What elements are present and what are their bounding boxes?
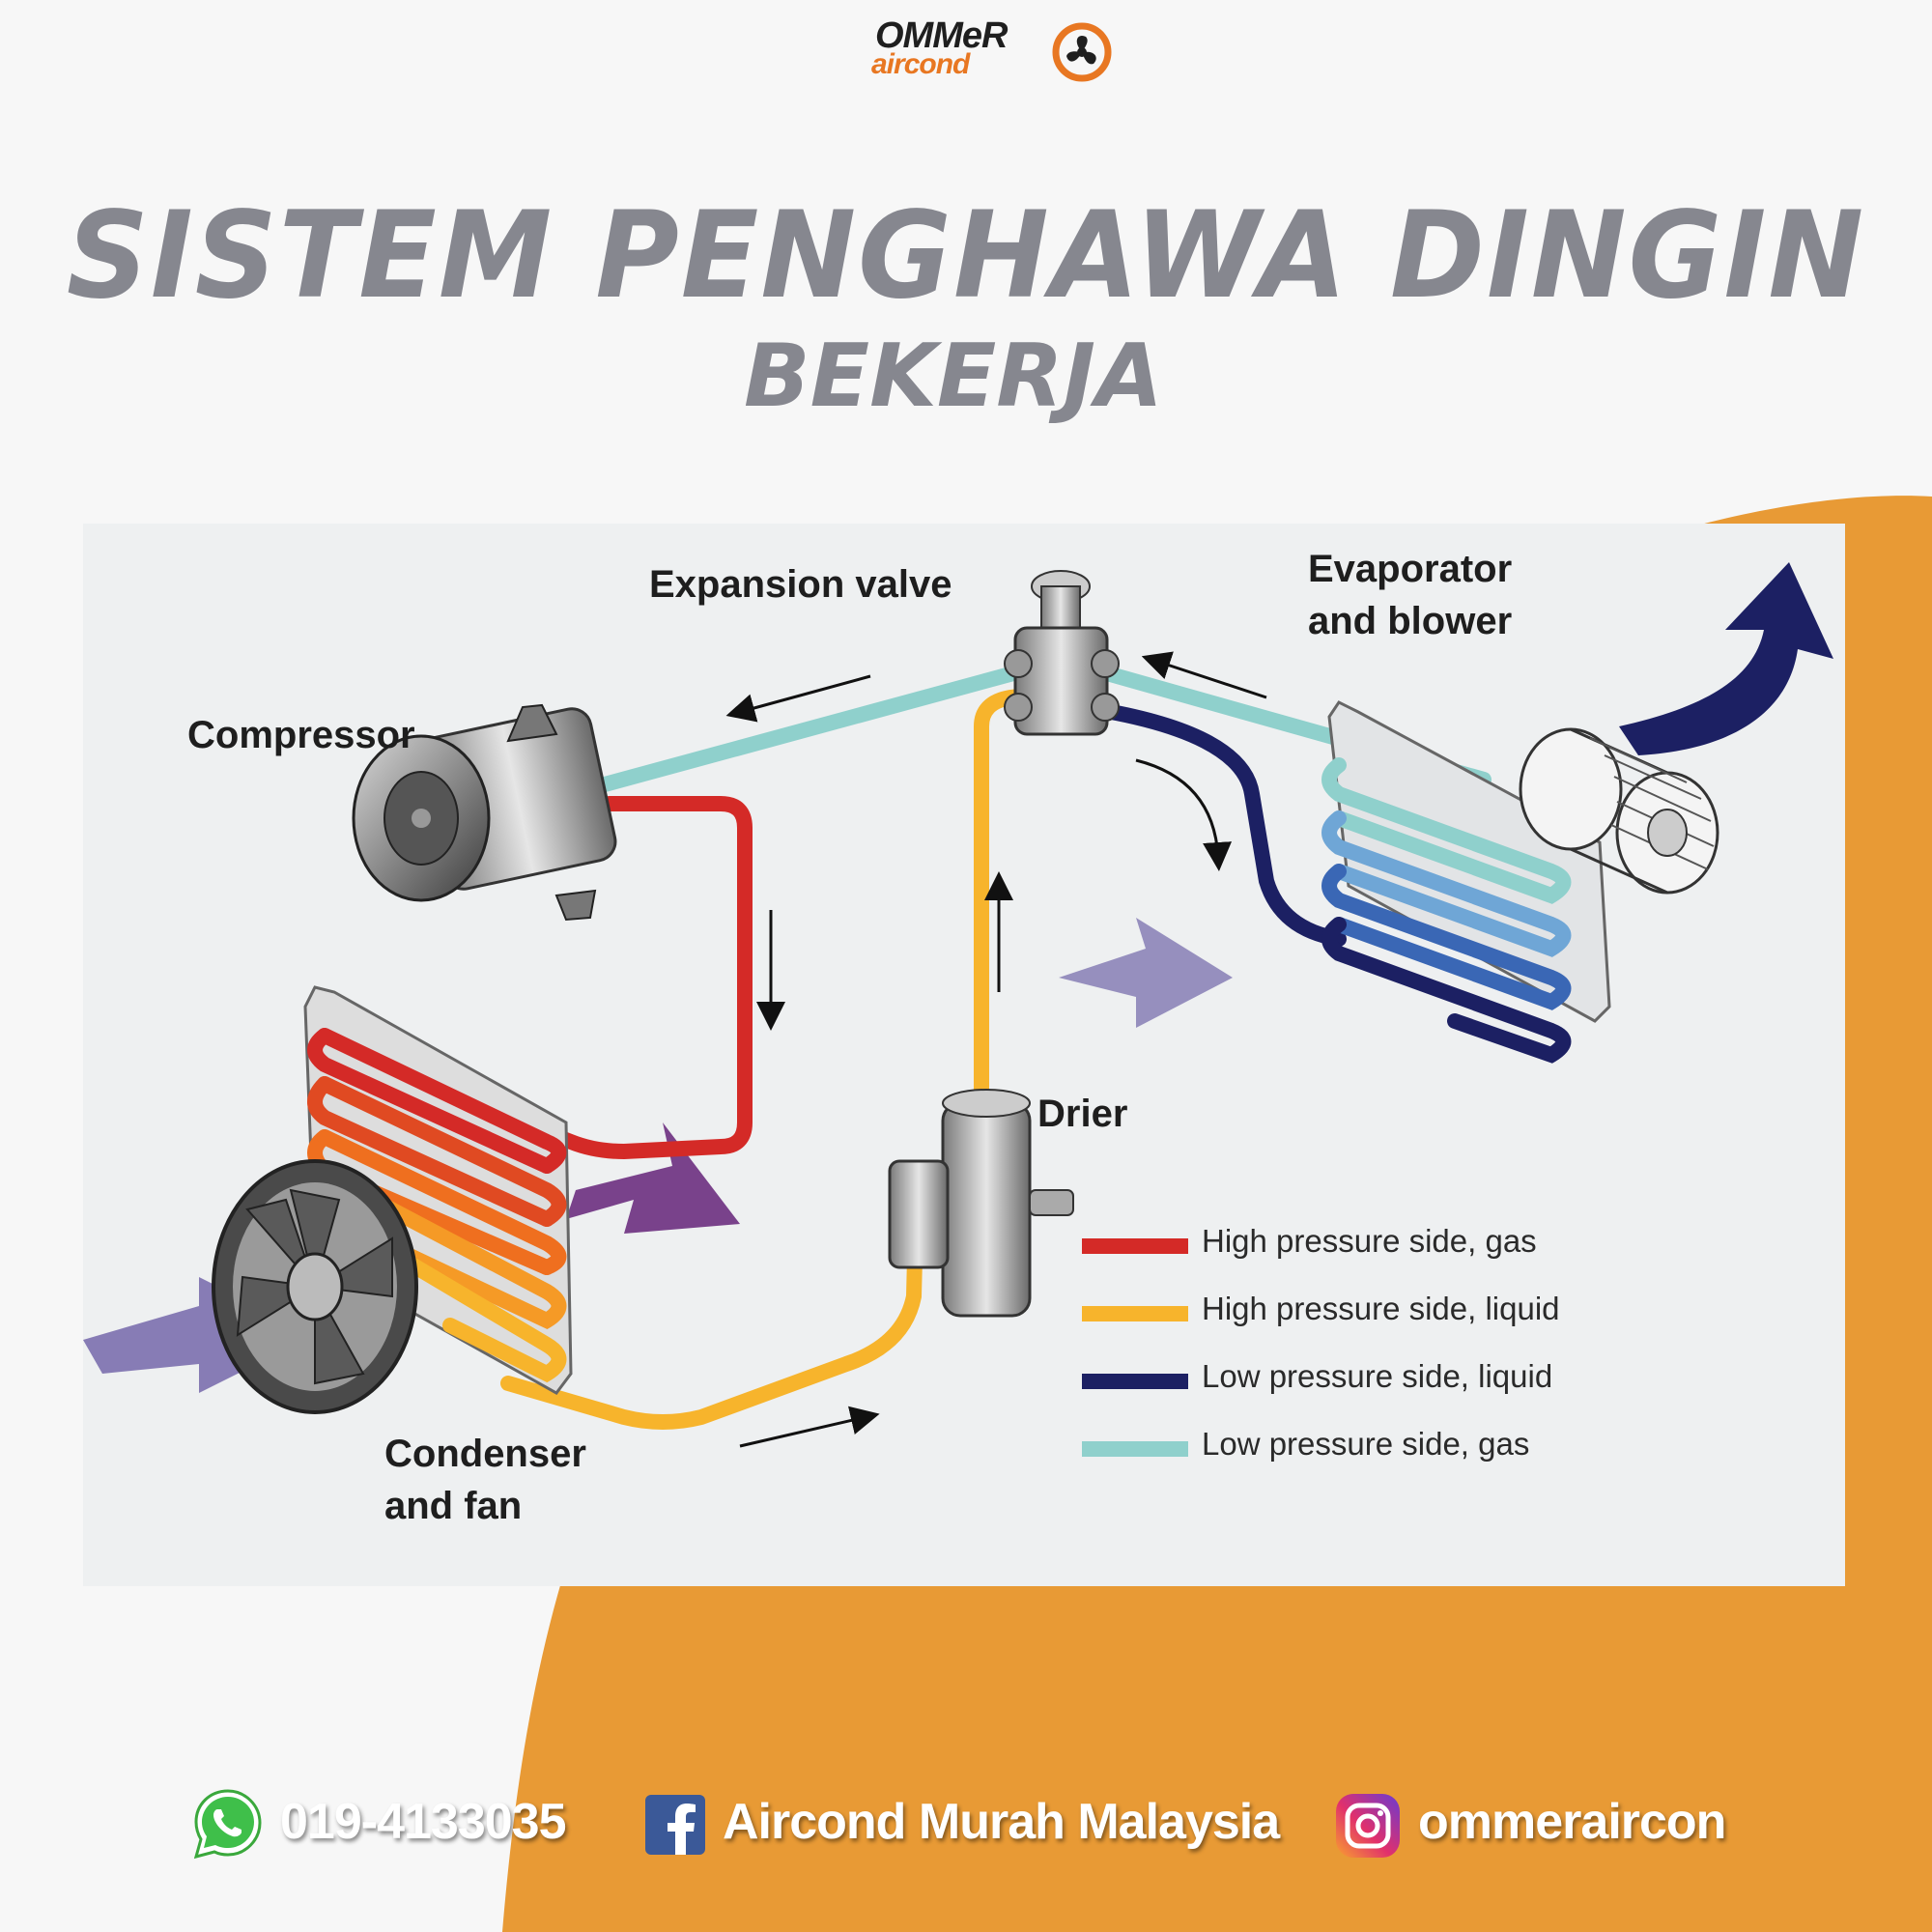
label-expansion-valve: Expansion valve: [649, 563, 952, 606]
diagram-graphics: [83, 562, 1833, 1448]
label-evaporator: Evaporator and blower: [1308, 543, 1512, 647]
instagram-handle[interactable]: ommeraircon: [1418, 1794, 1726, 1850]
label-condenser-line2: and fan: [384, 1485, 523, 1527]
condenser-fan: [212, 1159, 418, 1414]
evaporator: [1321, 700, 1611, 1064]
pipe-high-pressure-gas: [500, 796, 753, 1160]
legend-label: High pressure side, liquid: [1202, 1291, 1560, 1326]
ommer-logo: OMMeR aircond: [869, 14, 1121, 82]
airflow-evap-out-arrow: [1619, 562, 1833, 755]
page-title: SISTEM PENGHAWA DINGIN: [66, 185, 1866, 326]
whatsapp-icon[interactable]: [189, 1785, 267, 1862]
condenser: [303, 985, 573, 1395]
legend-swatch-low-gas: [1082, 1441, 1188, 1457]
facebook-icon[interactable]: [643, 1793, 707, 1857]
legend-item: Low pressure side, gas: [1082, 1424, 1623, 1472]
legend-label: High pressure side, gas: [1202, 1223, 1537, 1259]
label-drier: Drier: [1037, 1093, 1128, 1135]
compressor: [352, 703, 617, 922]
drier: [888, 1089, 1074, 1318]
legend-swatch-low-liquid: [1082, 1374, 1188, 1389]
logo-text-bottom: aircond: [871, 48, 970, 80]
pipe-liquid-up: [974, 685, 1057, 1130]
aircon-cycle-diagram: Expansion valve Evaporator and blower Co…: [83, 524, 1845, 1586]
page-subtitle: BEKERJA: [744, 326, 1163, 427]
contact-bar: 019-4133035 Aircond Murah Malaysia ommer…: [0, 1785, 1932, 1862]
legend-item: High pressure side, liquid: [1082, 1289, 1623, 1337]
legend-swatch-high-gas: [1082, 1238, 1188, 1254]
label-compressor: Compressor: [187, 714, 415, 756]
legend-item: High pressure side, gas: [1082, 1221, 1623, 1269]
label-evaporator-line2: and blower: [1308, 600, 1513, 642]
label-evaporator-line1: Evaporator: [1308, 548, 1513, 590]
legend-item: Low pressure side, liquid: [1082, 1356, 1623, 1405]
legend-label: Low pressure side, gas: [1202, 1426, 1530, 1462]
airflow-out-arrow: [566, 1122, 740, 1234]
blower: [1519, 727, 1719, 895]
label-condenser-line1: Condenser: [384, 1433, 586, 1475]
label-condenser: Condenser and fan: [384, 1428, 586, 1532]
pipe-low-pressure-liquid: [1075, 699, 1347, 947]
airflow-evap-in-arrow: [1059, 918, 1233, 1028]
expansion-valve: [1004, 570, 1120, 736]
instagram-icon[interactable]: [1333, 1791, 1403, 1861]
legend-label: Low pressure side, liquid: [1202, 1358, 1553, 1394]
legend-swatch-high-liquid: [1082, 1306, 1188, 1321]
facebook-page-name[interactable]: Aircond Murah Malaysia: [723, 1794, 1280, 1850]
flow-direction-arrows: [725, 651, 1267, 1448]
pipe-high-pressure-liquid: [500, 1211, 923, 1430]
phone-number[interactable]: 019-4133035: [280, 1794, 567, 1850]
fan-logo-icon: [1052, 22, 1112, 82]
logo-text-top: OMMeR: [875, 15, 1008, 56]
